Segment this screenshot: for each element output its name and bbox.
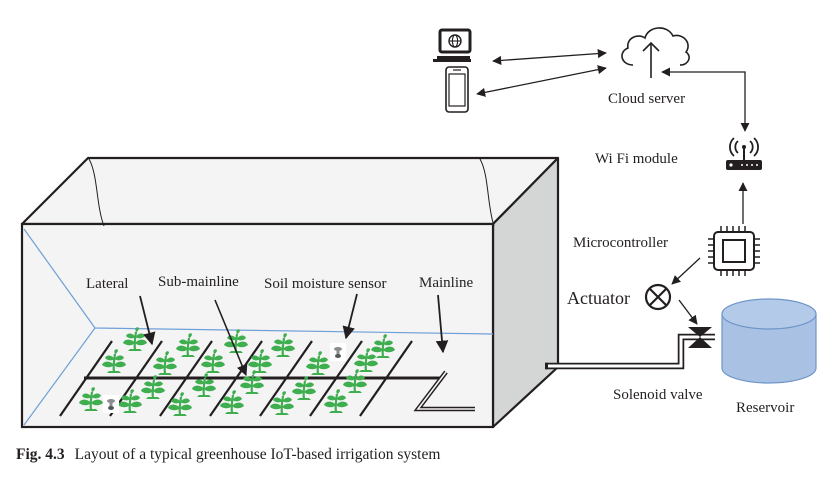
arrow-sub-mainline xyxy=(214,299,248,377)
reservoir-cylinder-icon xyxy=(721,298,817,384)
soil-sensor-icon xyxy=(330,343,346,361)
floor-left-edge xyxy=(23,327,96,426)
roof-curve-left xyxy=(88,158,105,227)
wifi-router-icon xyxy=(726,137,762,170)
solenoid-valve-icon xyxy=(688,327,712,348)
link-wifi-cloud xyxy=(661,67,750,132)
arrow-lateral xyxy=(139,295,156,346)
label-cloud-server: Cloud server xyxy=(608,91,685,107)
label-lateral: Lateral xyxy=(86,276,128,292)
smartphone-icon xyxy=(445,66,469,113)
figure-caption-label: Fig. 4.3 xyxy=(16,446,65,463)
link-phone-cloud xyxy=(476,65,607,97)
laptop-globe-icon xyxy=(433,28,472,62)
actuator-cross-circle-icon xyxy=(644,283,672,311)
supply-pipe xyxy=(545,333,715,370)
arrow-mainline xyxy=(435,294,449,354)
link-laptop-cloud xyxy=(492,49,607,65)
label-soil-moisture-sensor: Soil moisture sensor xyxy=(264,276,387,292)
figure-caption-text: Layout of a typical greenhouse IoT-based… xyxy=(74,446,441,463)
cloud-upload-icon xyxy=(621,27,690,78)
soil-sensor-icon xyxy=(103,395,119,413)
greenhouse xyxy=(20,156,560,429)
label-actuator: Actuator xyxy=(567,288,630,308)
label-microcontroller: Microcontroller xyxy=(573,235,668,251)
label-solenoid-valve: Solenoid valve xyxy=(613,387,703,403)
arrow-soil-moisture-sensor xyxy=(342,293,358,340)
microcontroller-chip-icon xyxy=(708,226,760,276)
arrow-actuator-to-valve xyxy=(678,299,698,325)
arrow-microcontroller-to-actuator xyxy=(671,257,701,285)
roof-curve-right xyxy=(479,158,495,227)
label-reservoir: Reservoir xyxy=(736,400,794,416)
label-mainline: Mainline xyxy=(419,275,473,291)
label-wifi-module: Wi Fi module xyxy=(595,151,678,167)
figure-caption: Fig. 4.3 Layout of a typical greenhouse I… xyxy=(16,446,440,464)
label-sub-mainline: Sub-mainline xyxy=(158,274,239,290)
greenhouse-roof xyxy=(20,156,560,226)
